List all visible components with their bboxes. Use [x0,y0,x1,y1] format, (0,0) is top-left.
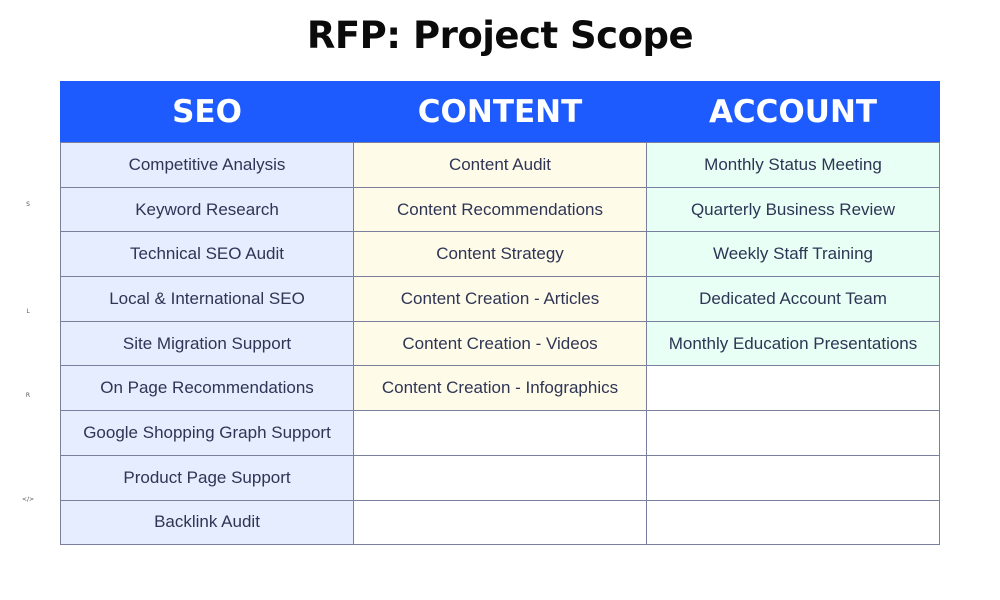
cell-account: Weekly Staff Training [646,231,940,278]
cell-account: Monthly Education Presentations [646,320,940,367]
margin-marker-code: </> [22,496,35,503]
cell-content: Content Creation - Articles [353,276,647,322]
cell-account [646,454,940,501]
cell-seo: Product Page Support [60,454,354,501]
cell-content: Content Creation - Videos [353,320,647,367]
cell-account [646,410,940,456]
table-row: Google Shopping Graph Support [60,410,940,456]
cell-seo: Technical SEO Audit [60,231,354,278]
cell-seo: Competitive Analysis [60,142,354,188]
cell-content: Content Creation - Infographics [353,365,647,412]
cell-account [646,499,940,546]
margin-marker-r: R [25,392,31,399]
page-title: RFP: Project Scope [306,14,694,57]
table-row: Product Page Support [60,454,940,501]
cell-content [353,410,647,456]
cell-account: Dedicated Account Team [646,276,940,322]
cell-account: Monthly Status Meeting [646,142,940,188]
cell-seo: Local & International SEO [60,276,354,322]
cell-seo: Backlink Audit [60,499,354,546]
table-row: Backlink Audit [60,499,940,546]
cell-content: Content Audit [353,142,647,188]
header-account: ACCOUNT [646,81,940,143]
margin-marker-s: S [26,201,30,208]
cell-seo: Site Migration Support [60,320,354,367]
cell-seo: Google Shopping Graph Support [60,410,354,456]
cell-account [646,365,940,412]
cell-content [353,499,647,546]
project-scope-table: SEO CONTENT ACCOUNT Competitive Analysis… [60,81,940,546]
cell-seo: On Page Recommendations [60,365,354,412]
header-row: SEO CONTENT ACCOUNT [60,81,940,143]
cell-content: Content Recommendations [353,186,647,233]
header-content: CONTENT [353,81,647,143]
cell-content: Content Strategy [353,231,647,278]
cell-seo: Keyword Research [60,186,354,233]
cell-account: Quarterly Business Review [646,186,940,233]
margin-marker-l: L [26,308,30,315]
cell-content [353,454,647,501]
header-seo: SEO [60,81,354,143]
